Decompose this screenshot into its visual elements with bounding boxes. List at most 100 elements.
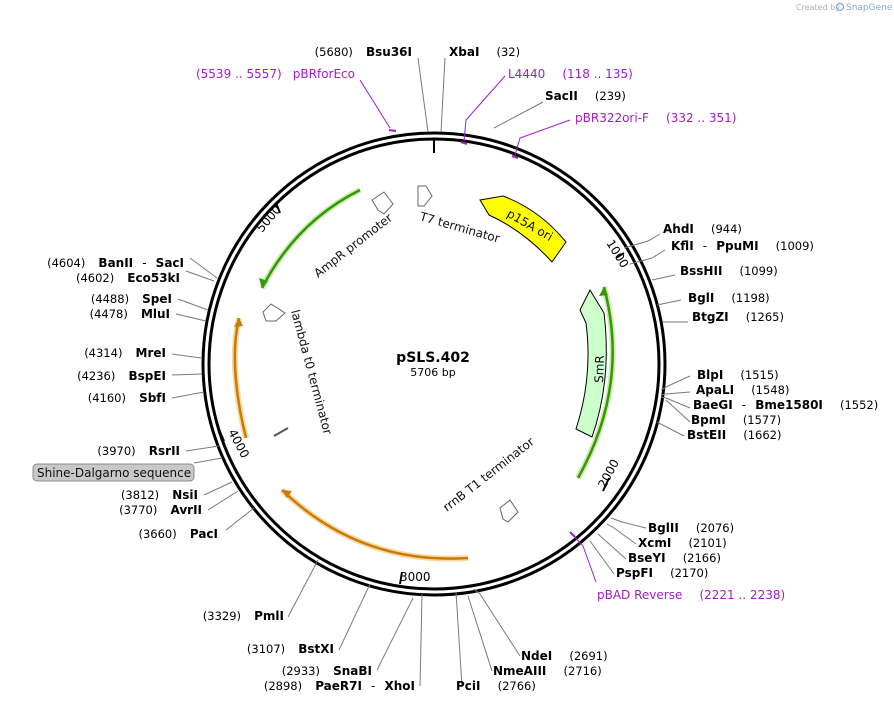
site-ndei-pos: (2691) <box>569 649 607 663</box>
feature-label-rrnb: rrnB T1 terminator <box>440 435 537 515</box>
plasmid-name: pSLS.402 <box>396 350 470 366</box>
site-apali-name: ApaLI <box>696 383 734 397</box>
site-paer7i-sep: - <box>371 679 375 693</box>
site-ndei-name: NdeI <box>521 649 552 663</box>
feature-orf-orange-bottom[interactable] <box>279 487 469 562</box>
lambda-marker <box>273 427 289 437</box>
site-rsrii[interactable]: (3970) RsrII <box>97 440 180 459</box>
feature-shine-dalgarno[interactable]: Shine-Dalgarno sequence <box>32 463 195 482</box>
site-paci-name: PacI <box>190 527 218 541</box>
site-btgzi[interactable]: BtgZI (1265) <box>692 306 784 325</box>
snapgene-logo-icon <box>835 2 845 12</box>
site-paer7i[interactable]: (2898) PaeR7I - XhoI <box>264 675 415 694</box>
site-sacii-pos: (239) <box>595 89 626 103</box>
site-apali[interactable]: ApaLI (1548) <box>696 379 789 398</box>
site-bsteii-name: BstEII <box>687 428 726 442</box>
site-pmli[interactable]: (3329) PmlI <box>203 605 284 624</box>
site-avrii[interactable]: (3770) AvrII <box>119 499 202 518</box>
primer-leaders <box>359 75 597 583</box>
primer-pbrforeco[interactable]: (5539 .. 5557) pBRforEco <box>196 63 355 82</box>
site-mlui[interactable]: (4478) MluI <box>90 303 170 322</box>
primer-pbad[interactable]: pBAD Reverse (2221 .. 2238) <box>597 584 785 603</box>
site-mlui-name: MluI <box>141 307 170 321</box>
site-bglii-name: BglII <box>648 521 679 535</box>
feature-label-smr: SmR <box>592 355 607 383</box>
ampr-promoter-icon <box>371 191 394 215</box>
site-bspei[interactable]: (4236) BspEI <box>77 365 166 384</box>
site-pcii-pos: (2766) <box>498 679 536 693</box>
site-baegi-name: BaeGI <box>693 398 733 412</box>
site-xcmi[interactable]: XcmI (2101) <box>638 532 727 551</box>
site-banii-name: BanII <box>98 256 133 270</box>
site-sbfi[interactable]: (4160) SbfI <box>88 387 166 406</box>
backbone-outer <box>201 131 667 597</box>
site-bsteii[interactable]: BstEII (1662) <box>687 424 782 443</box>
site-bstxi[interactable]: (3107) BstXI <box>247 638 334 657</box>
site-spei[interactable]: (4488) SpeI <box>91 288 172 307</box>
site-bpmi[interactable]: BpmI (1577) <box>691 409 781 428</box>
site-baegi[interactable]: BaeGI - Bme1580I (1552) <box>693 394 878 413</box>
site-nmeaiii-pos: (2716) <box>563 664 601 678</box>
site-nmeaiii-name: NmeAIII <box>493 664 546 678</box>
site-sbfi-name: SbfI <box>139 391 166 405</box>
site-rsrii-pos: (3970) <box>97 444 135 458</box>
site-xbai-pos: (32) <box>497 45 521 59</box>
credit-brand: SnapGene <box>846 3 893 13</box>
site-bgli-pos: (1198) <box>731 291 769 305</box>
site-mrei-pos: (4314) <box>84 346 122 360</box>
feature-orf-orange-left[interactable] <box>231 317 249 439</box>
feature-label-ampr-promoter: AmpR promoter <box>311 211 395 281</box>
site-nmeaiii[interactable]: NmeAIII (2716) <box>493 660 602 679</box>
site-avrii-name: AvrII <box>170 503 202 517</box>
site-eco53ki-name: Eco53kI <box>127 271 180 285</box>
site-pcii[interactable]: PciI (2766) <box>456 675 536 694</box>
feature-orf-green-right[interactable] <box>575 286 616 480</box>
site-bglii-pos: (2076) <box>696 521 734 535</box>
site-bsshii-pos: (1099) <box>740 264 778 278</box>
site-bsshii[interactable]: BssHII (1099) <box>680 260 778 279</box>
site-kfli-name: KflI <box>671 239 694 253</box>
feature-orf-green-top[interactable] <box>259 187 362 290</box>
site-xbai[interactable]: XbaI (32) <box>449 41 520 60</box>
feature-smr[interactable]: SmR <box>575 288 607 438</box>
site-bglii[interactable]: BglII (2076) <box>648 517 734 536</box>
site-avrii-pos: (3770) <box>119 503 157 517</box>
site-pspfi[interactable]: PspFI (2170) <box>616 562 708 581</box>
site-mrei[interactable]: (4314) MreI <box>84 342 166 361</box>
site-bsu36i-name: Bsu36I <box>366 45 412 59</box>
primer-l4440[interactable]: L4440 (118 .. 135) <box>508 63 633 82</box>
site-blpi[interactable]: BlpI (1515) <box>697 364 779 383</box>
credit-created-by: Created by <box>796 3 840 12</box>
site-bseyi[interactable]: BseYI (2166) <box>628 547 721 566</box>
site-nsii-pos: (3812) <box>121 488 159 502</box>
site-bsu36i[interactable]: (5680) Bsu36I <box>315 41 412 60</box>
feature-label-shine: Shine-Dalgarno sequence <box>37 466 191 480</box>
site-bsteii-pos: (1662) <box>743 428 781 442</box>
site-sacii-name: SacII <box>545 89 578 103</box>
site-eco53ki-pos: (4602) <box>76 271 114 285</box>
feature-p15a-ori[interactable]: p15A ori <box>479 195 567 263</box>
primer-pbr322ori-range: (332 .. 351) <box>666 111 736 125</box>
site-kfli[interactable]: KflI - PpuMI (1009) <box>671 235 814 254</box>
site-bsu36i-pos: (5680) <box>315 45 353 59</box>
site-nsii[interactable]: (3812) NsiI <box>121 484 198 503</box>
site-pmli-pos: (3329) <box>203 609 241 623</box>
feature-label-lambda: lambda t0 terminator <box>288 308 335 436</box>
site-ahdi[interactable]: AhdI (944) <box>663 218 742 237</box>
site-paer7i-name: PaeR7I <box>315 679 362 693</box>
site-eco53ki[interactable]: (4602) Eco53kI <box>76 267 180 286</box>
site-mlui-pos: (4478) <box>90 307 128 321</box>
site-nsii-name: NsiI <box>172 488 198 502</box>
site-snabi-name: SnaBI <box>333 664 372 678</box>
site-sacii[interactable]: SacII (239) <box>545 85 626 104</box>
site-snabi[interactable]: (2933) SnaBI <box>282 660 372 679</box>
site-banii[interactable]: (4604) BanII - SacI <box>47 252 184 271</box>
site-bpmi-name: BpmI <box>691 413 726 427</box>
site-ndei[interactable]: NdeI (2691) <box>521 645 608 664</box>
primer-pbrforeco-name: pBRforEco <box>293 67 355 81</box>
site-paci[interactable]: (3660) PacI <box>139 523 219 542</box>
site-bgli[interactable]: BglI (1198) <box>688 287 770 306</box>
site-xbai-name: XbaI <box>449 45 479 59</box>
primer-pbr322ori[interactable]: pBR322ori-F (332 .. 351) <box>575 107 736 126</box>
primer-marks <box>388 129 576 538</box>
